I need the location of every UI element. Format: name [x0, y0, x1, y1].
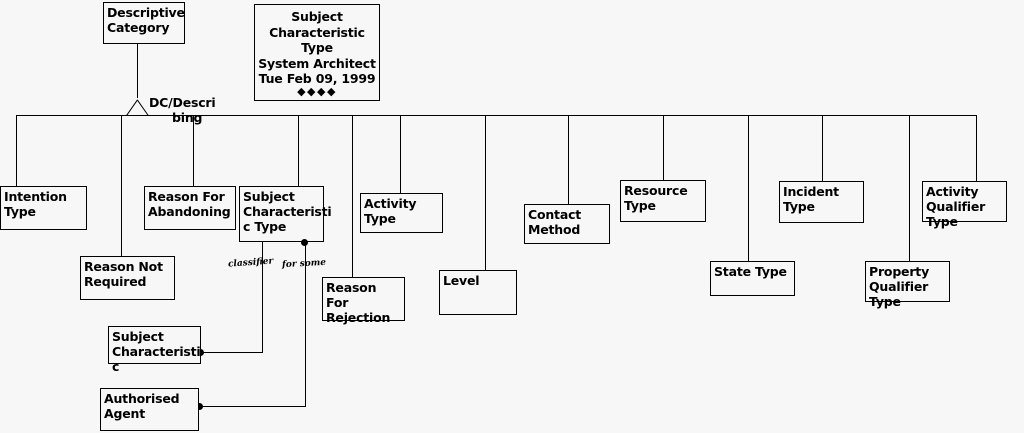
node-reason-for-abandoning-line-1: Reason For	[148, 189, 225, 204]
node-state-type-line-1: State Type	[714, 264, 787, 279]
node-incident-type-line-2: Type	[783, 199, 815, 214]
hierarchy-bus-line	[16, 115, 976, 116]
title-tool-name: System Architect	[258, 55, 376, 71]
node-property-qualifier-type[interactable]: Property Qualifier Type	[865, 261, 950, 309]
droplink-reason-for-rejection	[352, 115, 353, 277]
assoc-for-some-endpoint-dot	[196, 403, 203, 410]
node-intention-type-line-2: Type	[4, 204, 36, 219]
droplink-contact-method	[568, 115, 569, 204]
node-subject-characteristic-line-2: Characteristi	[112, 344, 201, 359]
node-intention-type-line-1: Intention	[4, 189, 67, 204]
node-incident-type-line-1: Incident	[783, 184, 839, 199]
node-contact-method-line-2: Method	[528, 222, 581, 237]
assoc-for-some-aggregation-dot	[301, 239, 308, 246]
node-reason-for-rejection-line-2: Rejection	[326, 310, 391, 325]
diagram-title-box: Subject Characteristic Type System Archi…	[254, 4, 380, 101]
node-descriptive-category-line-1: Descriptive	[107, 5, 185, 20]
node-reason-not-required-line-1: Reason Not	[84, 259, 163, 274]
node-reason-for-abandoning[interactable]: Reason For Abandoning	[144, 186, 236, 230]
droplink-reason-not-required	[121, 115, 122, 256]
node-reason-for-rejection[interactable]: Reason For Rejection	[322, 277, 405, 325]
node-resource-type-line-1: Resource	[624, 183, 688, 198]
title-date: Tue Feb 09, 1999	[258, 71, 376, 86]
assoc-label-classifier: classifier	[227, 256, 274, 270]
node-contact-method-line-1: Contact	[528, 207, 582, 222]
node-authorised-agent-line-1: Authorised	[104, 391, 180, 406]
node-subject-characteristic-type-line-1: Subject	[243, 189, 295, 204]
node-subject-characteristic-type-line-2: Characteristi	[243, 204, 332, 219]
node-descriptive-category[interactable]: Descriptive Category	[103, 2, 185, 44]
node-authorised-agent[interactable]: Authorised Agent	[100, 388, 199, 431]
node-activity-qualifier-type-line-3: Type	[926, 214, 958, 229]
assoc-classifier-vertical	[262, 242, 263, 352]
node-level[interactable]: Level	[439, 270, 517, 315]
generalization-triangle	[127, 100, 149, 115]
node-subject-characteristic[interactable]: Subject Characteristi c	[108, 326, 201, 374]
droplink-activity-type	[400, 115, 401, 193]
node-activity-qualifier-type-line-1: Activity	[926, 184, 979, 199]
node-descriptive-category-line-2: Category	[107, 20, 170, 35]
node-activity-type[interactable]: Activity Type	[360, 193, 443, 233]
droplink-resource-type	[663, 115, 664, 180]
assoc-classifier-horizontal	[200, 352, 263, 353]
node-intention-type[interactable]: Intention Type	[0, 186, 87, 230]
assoc-for-some-horizontal	[200, 406, 306, 407]
node-subject-characteristic-line-1: Subject	[112, 329, 164, 344]
node-property-qualifier-type-line-2: Qualifier	[869, 279, 929, 294]
droplink-reason-for-abandoning	[193, 115, 194, 186]
node-incident-type[interactable]: Incident Type	[779, 181, 864, 223]
droplink-level	[485, 115, 486, 270]
node-activity-type-line-1: Activity Type	[364, 196, 417, 226]
node-level-line-1: Level	[443, 273, 480, 288]
node-state-type[interactable]: State Type	[710, 261, 795, 296]
title-dots: ◆◆◆◆	[297, 84, 337, 98]
node-property-qualifier-type-line-3: Type	[869, 294, 901, 309]
node-contact-method[interactable]: Contact Method	[524, 204, 610, 244]
droplink-incident-type	[822, 115, 823, 181]
generalization-label-line-2: bing	[172, 110, 203, 125]
title-line-1: Subject	[291, 9, 343, 24]
node-reason-for-abandoning-line-2: Abandoning	[148, 204, 231, 219]
node-reason-not-required-line-2: Required	[84, 274, 147, 289]
droplink-activity-qualifier-type	[976, 115, 977, 181]
node-reason-not-required[interactable]: Reason Not Required	[80, 256, 175, 300]
droplink-property-qualifier-type	[909, 115, 910, 261]
node-resource-type-line-2: Type	[624, 198, 656, 213]
title-line-2: Characteristic	[269, 24, 365, 40]
droplink-subject-characteristic-type	[298, 115, 299, 186]
node-subject-characteristic-type[interactable]: Subject Characteristi c Type	[239, 186, 332, 242]
title-line-3: Type	[301, 40, 333, 55]
node-property-qualifier-type-line-1: Property	[869, 264, 930, 279]
node-activity-qualifier-type-line-2: Qualifier	[926, 199, 986, 214]
droplink-state-type	[748, 115, 749, 261]
droplink-intention-type	[16, 115, 17, 186]
node-activity-qualifier-type[interactable]: Activity Qualifier Type	[922, 181, 1007, 229]
assoc-label-for-some: for some	[281, 257, 327, 271]
assoc-for-some-vertical	[305, 245, 306, 406]
generalization-stem	[137, 44, 138, 98]
node-subject-characteristic-type-line-3: c Type	[243, 219, 287, 234]
node-resource-type[interactable]: Resource Type	[620, 180, 706, 222]
node-subject-characteristic-line-3: c	[112, 359, 120, 374]
node-authorised-agent-line-2: Agent	[104, 406, 145, 421]
generalization-label-line-1: DC/Descri	[149, 95, 216, 110]
node-reason-for-rejection-line-1: Reason For	[326, 280, 377, 310]
